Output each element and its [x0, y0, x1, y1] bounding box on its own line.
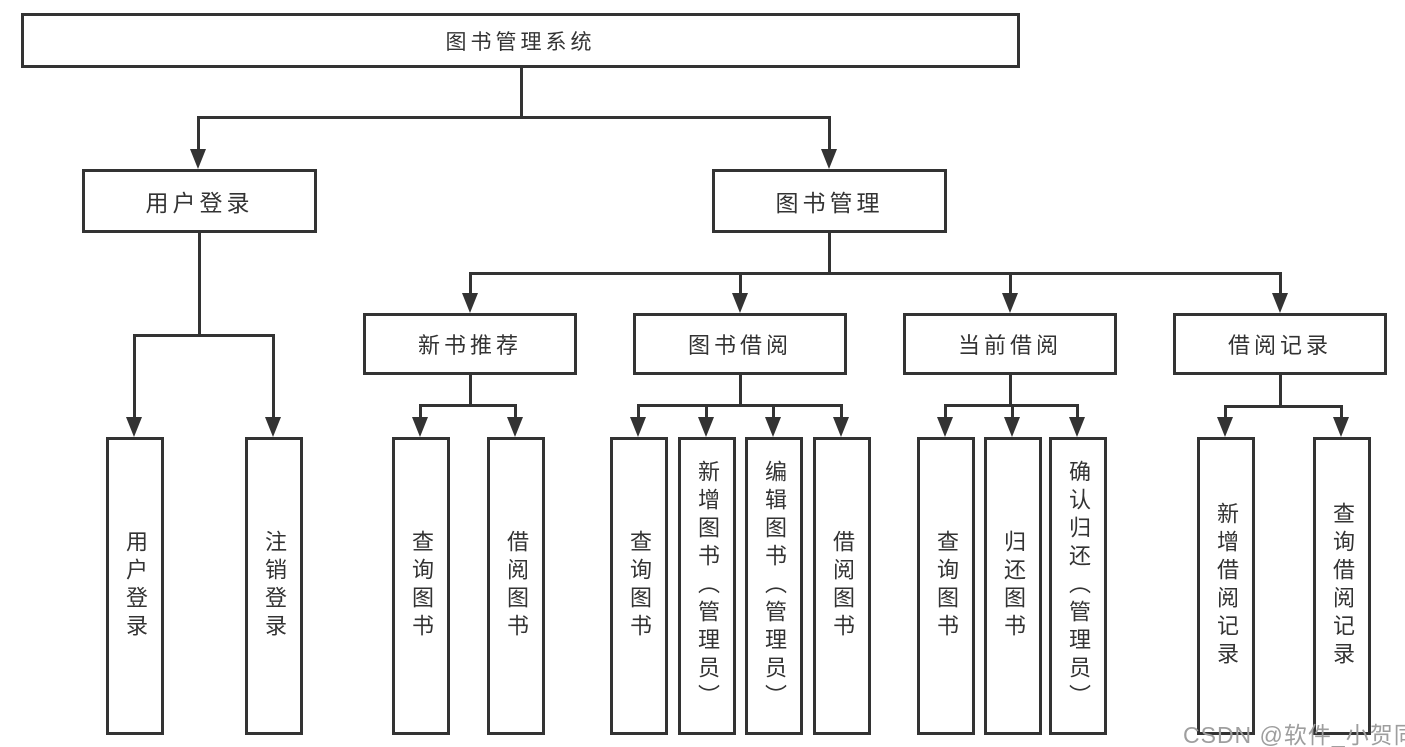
connector-line — [197, 116, 830, 119]
leaf-label: 新增借阅记录 — [1214, 502, 1239, 670]
arrow-down-icon — [412, 417, 428, 437]
leaf-label: 归还图书 — [1001, 530, 1026, 642]
connector-line — [828, 233, 831, 273]
leaf-label: 借阅图书 — [504, 530, 529, 642]
leaf-confirm-return-admin: 确认归还（管理员） — [1049, 437, 1107, 735]
leaf-label: 查询借阅记录 — [1330, 502, 1355, 670]
leaf-add-borrow-record: 新增借阅记录 — [1197, 437, 1255, 735]
connector-line — [1224, 405, 1227, 419]
arrow-down-icon — [265, 417, 281, 437]
leaf-add-book-admin: 新增图书（管理员） — [678, 437, 736, 735]
connector-line — [514, 404, 517, 419]
arrow-down-icon — [1069, 417, 1085, 437]
connector-line — [705, 404, 708, 419]
leaf-edit-book-admin: 编辑图书（管理员） — [745, 437, 803, 735]
node-label: 图书管理系统 — [445, 30, 596, 54]
node-label: 用户登录 — [145, 190, 254, 216]
arrow-down-icon — [1272, 293, 1288, 313]
connector-line — [419, 404, 517, 407]
leaf-borrow-books-1: 借阅图书 — [487, 437, 545, 735]
arrow-down-icon — [937, 417, 953, 437]
node-label: 借阅记录 — [1227, 333, 1332, 358]
leaf-label: 查询图书 — [627, 530, 652, 642]
leaf-return-book: 归还图书 — [984, 437, 1042, 735]
leaf-query-borrow-record: 查询借阅记录 — [1313, 437, 1371, 735]
node-current-borrow: 当前借阅 — [903, 313, 1117, 375]
connector-line — [197, 116, 200, 152]
node-user-login: 用户登录 — [82, 169, 317, 233]
connector-line — [1340, 405, 1343, 419]
arrow-down-icon — [1002, 293, 1018, 313]
connector-line — [1279, 272, 1282, 296]
csdn-watermark: CSDN @软件_小贺同学 — [1183, 722, 1405, 747]
arrow-down-icon — [833, 417, 849, 437]
connector-line — [1011, 404, 1014, 419]
leaf-logout: 注销登录 — [245, 437, 303, 735]
leaf-query-books-1: 查询图书 — [392, 437, 450, 735]
connector-line — [272, 334, 275, 419]
connector-line — [469, 272, 1282, 275]
node-label: 当前借阅 — [957, 333, 1062, 358]
connector-line — [772, 404, 775, 419]
leaf-label: 新增图书（管理员） — [695, 460, 720, 712]
node-borrow-records: 借阅记录 — [1173, 313, 1387, 375]
node-label: 图书借阅 — [687, 333, 792, 358]
connector-line — [1279, 375, 1282, 406]
connector-line — [133, 334, 274, 337]
connector-line — [133, 334, 136, 419]
leaf-user-login: 用户登录 — [106, 437, 164, 735]
connector-line — [198, 233, 201, 335]
arrow-down-icon — [462, 293, 478, 313]
leaf-label: 确认归还（管理员） — [1066, 460, 1091, 712]
leaf-label: 注销登录 — [262, 530, 287, 642]
arrow-down-icon — [765, 417, 781, 437]
connector-line — [637, 404, 843, 407]
leaf-label: 借阅图书 — [830, 530, 855, 642]
node-label: 图书管理 — [775, 190, 884, 216]
connector-line — [1224, 405, 1343, 408]
connector-line — [1076, 404, 1079, 419]
arrow-down-icon — [630, 417, 646, 437]
node-label: 新书推荐 — [417, 333, 522, 358]
arrow-down-icon — [1004, 417, 1020, 437]
arrow-down-icon — [821, 149, 837, 169]
connector-line — [469, 375, 472, 405]
arrow-down-icon — [507, 417, 523, 437]
connector-line — [739, 272, 742, 296]
connector-line — [469, 272, 472, 296]
connector-line — [520, 68, 523, 118]
connector-line — [1009, 375, 1012, 405]
node-new-book-recommend: 新书推荐 — [363, 313, 577, 375]
arrow-down-icon — [126, 417, 142, 437]
node-book-management: 图书管理 — [712, 169, 947, 233]
node-book-borrow: 图书借阅 — [633, 313, 847, 375]
leaf-label: 查询图书 — [934, 530, 959, 642]
connector-line — [840, 404, 843, 419]
arrow-down-icon — [1333, 417, 1349, 437]
arrow-down-icon — [732, 293, 748, 313]
connector-line — [1009, 272, 1012, 296]
connector-line — [637, 404, 640, 419]
connector-line — [739, 375, 742, 405]
leaf-label: 查询图书 — [409, 530, 434, 642]
connector-line — [944, 404, 947, 419]
leaf-label: 编辑图书（管理员） — [762, 460, 787, 712]
leaf-borrow-books-2: 借阅图书 — [813, 437, 871, 735]
connector-line — [419, 404, 422, 419]
leaf-label: 用户登录 — [123, 530, 148, 642]
node-root-library-system: 图书管理系统 — [21, 13, 1020, 68]
arrow-down-icon — [190, 149, 206, 169]
arrow-down-icon — [1217, 417, 1233, 437]
leaf-query-books-3: 查询图书 — [917, 437, 975, 735]
leaf-query-books-2: 查询图书 — [610, 437, 668, 735]
arrow-down-icon — [698, 417, 714, 437]
connector-line — [828, 116, 831, 152]
